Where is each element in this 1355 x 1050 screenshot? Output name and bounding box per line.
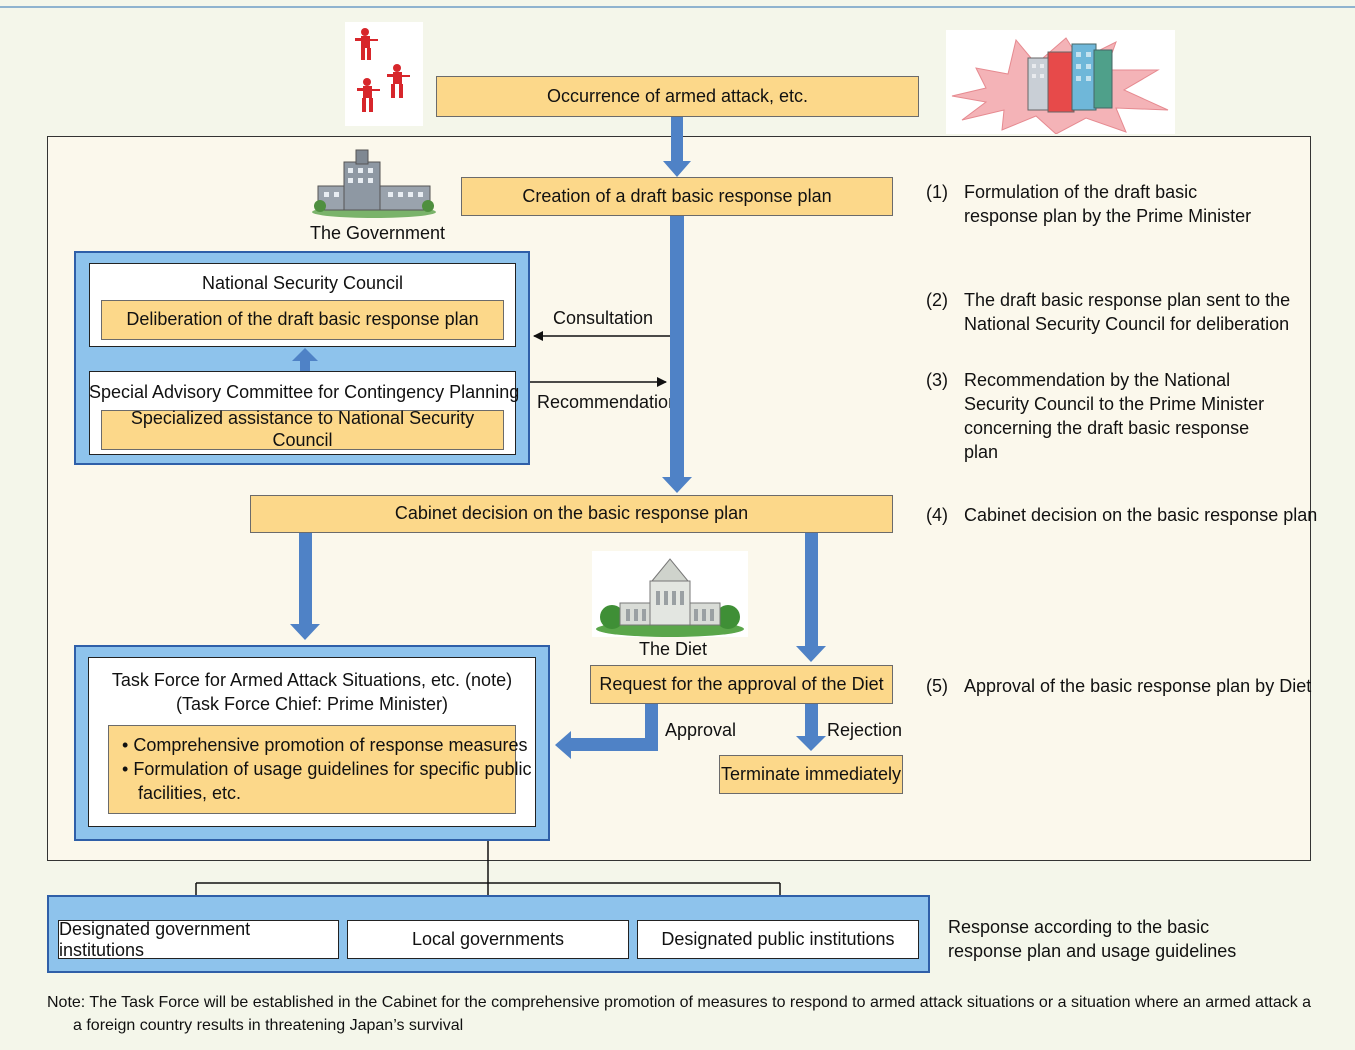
step-2: (2) The draft basic response plan sent t… <box>926 288 1316 338</box>
government-building-illustration <box>308 146 439 218</box>
arrow-occurrence-to-draft <box>663 117 691 177</box>
step-2-text: The draft basic response plan sent to th… <box>964 290 1291 334</box>
deliberation-box: Deliberation of the draft basic response… <box>101 300 504 340</box>
bullet-icon: • <box>122 735 129 755</box>
footnote-line-2: a foreign country results in threatening… <box>73 1017 464 1034</box>
occurrence-box: Occurrence of armed attack, etc. <box>436 76 919 117</box>
draft-creation-box: Creation of a draft basic response plan <box>461 177 893 216</box>
step-3-number: (3) <box>926 370 948 390</box>
task-force-bullet-1: • Comprehensive promotion of response me… <box>122 735 528 757</box>
advisory-committee-heading: Special Advisory Committee for Contingen… <box>89 382 520 402</box>
bullet-icon: • <box>122 759 129 779</box>
step-4-number: (4) <box>926 505 948 525</box>
soldiers-illustration <box>345 22 423 126</box>
consultation-label: Consultation <box>553 308 654 328</box>
arrow-cabinet-to-task-force <box>290 533 320 640</box>
specialized-assistance-box: Specialized assistance to National Secur… <box>101 408 504 450</box>
step-4: (4) Cabinet decision on the basic respon… <box>926 503 1346 529</box>
request-approval-box: Request for the approval of the Diet <box>590 665 893 704</box>
rejection-label: Rejection <box>827 720 903 740</box>
arrow-cabinet-to-diet <box>796 533 826 662</box>
institution-public-label: Designated public institutions <box>661 929 895 949</box>
institution-local: Local governments <box>347 920 629 959</box>
cabinet-decision-box: Cabinet decision on the basic response p… <box>250 495 893 533</box>
step-5: (5) Approval of the basic response plan … <box>926 674 1346 700</box>
step-4-text: Cabinet decision on the basic response p… <box>964 505 1318 525</box>
arrow-draft-to-cabinet <box>662 216 692 493</box>
task-force-item-1: Comprehensive promotion of response meas… <box>133 735 528 755</box>
terminate-box: Terminate immediately <box>719 755 903 794</box>
government-label: The Government <box>310 223 446 243</box>
step-2-number: (2) <box>926 290 948 310</box>
arrow-rejection-to-terminate <box>796 704 826 751</box>
task-force-heading-1: Task Force for Armed Attack Situations, … <box>111 670 513 690</box>
damaged-buildings-illustration <box>946 30 1175 135</box>
step-1-number: (1) <box>926 182 948 202</box>
diet-label: The Diet <box>639 639 708 659</box>
arrow-approval-to-task-force <box>555 704 658 759</box>
approval-label: Approval <box>665 720 737 740</box>
nsc-heading: National Security Council <box>201 273 404 293</box>
arrow-assistance-to-deliberation <box>292 348 318 371</box>
response-note-line-1: Response according to the basic <box>948 917 1210 937</box>
step-1: (1) Formulation of the draft basic respo… <box>926 180 1316 230</box>
task-force-items-box <box>108 725 516 814</box>
task-force-item-3: facilities, etc. <box>138 783 242 803</box>
step-5-text: Approval of the basic response plan by D… <box>964 676 1312 696</box>
task-force-bullet-2: • Formulation of usage guidelines for sp… <box>122 759 532 781</box>
task-force-heading-2: (Task Force Chief: Prime Minister) <box>175 694 449 714</box>
institution-government-label: Designated government institutions <box>59 918 251 960</box>
institution-public: Designated public institutions <box>637 920 919 959</box>
diet-building-illustration <box>592 551 748 637</box>
step-1-text: Formulation of the draft basic response … <box>964 182 1252 226</box>
step-3: (3) Recommendation by the National Secur… <box>926 368 1316 462</box>
footnote-line-1: Note: The Task Force will be established… <box>47 994 1312 1011</box>
response-note-line-2: response plan and usage guidelines <box>948 941 1237 961</box>
step-5-number: (5) <box>926 676 948 696</box>
recommendation-label: Recommendation <box>537 392 679 412</box>
institution-government: Designated government institutions <box>58 918 339 960</box>
step-3-text: Recommendation by the National Security … <box>964 370 1265 462</box>
top-divider <box>0 6 1355 8</box>
institution-local-label: Local governments <box>411 929 565 949</box>
task-force-item-2: Formulation of usage guidelines for spec… <box>133 759 532 779</box>
